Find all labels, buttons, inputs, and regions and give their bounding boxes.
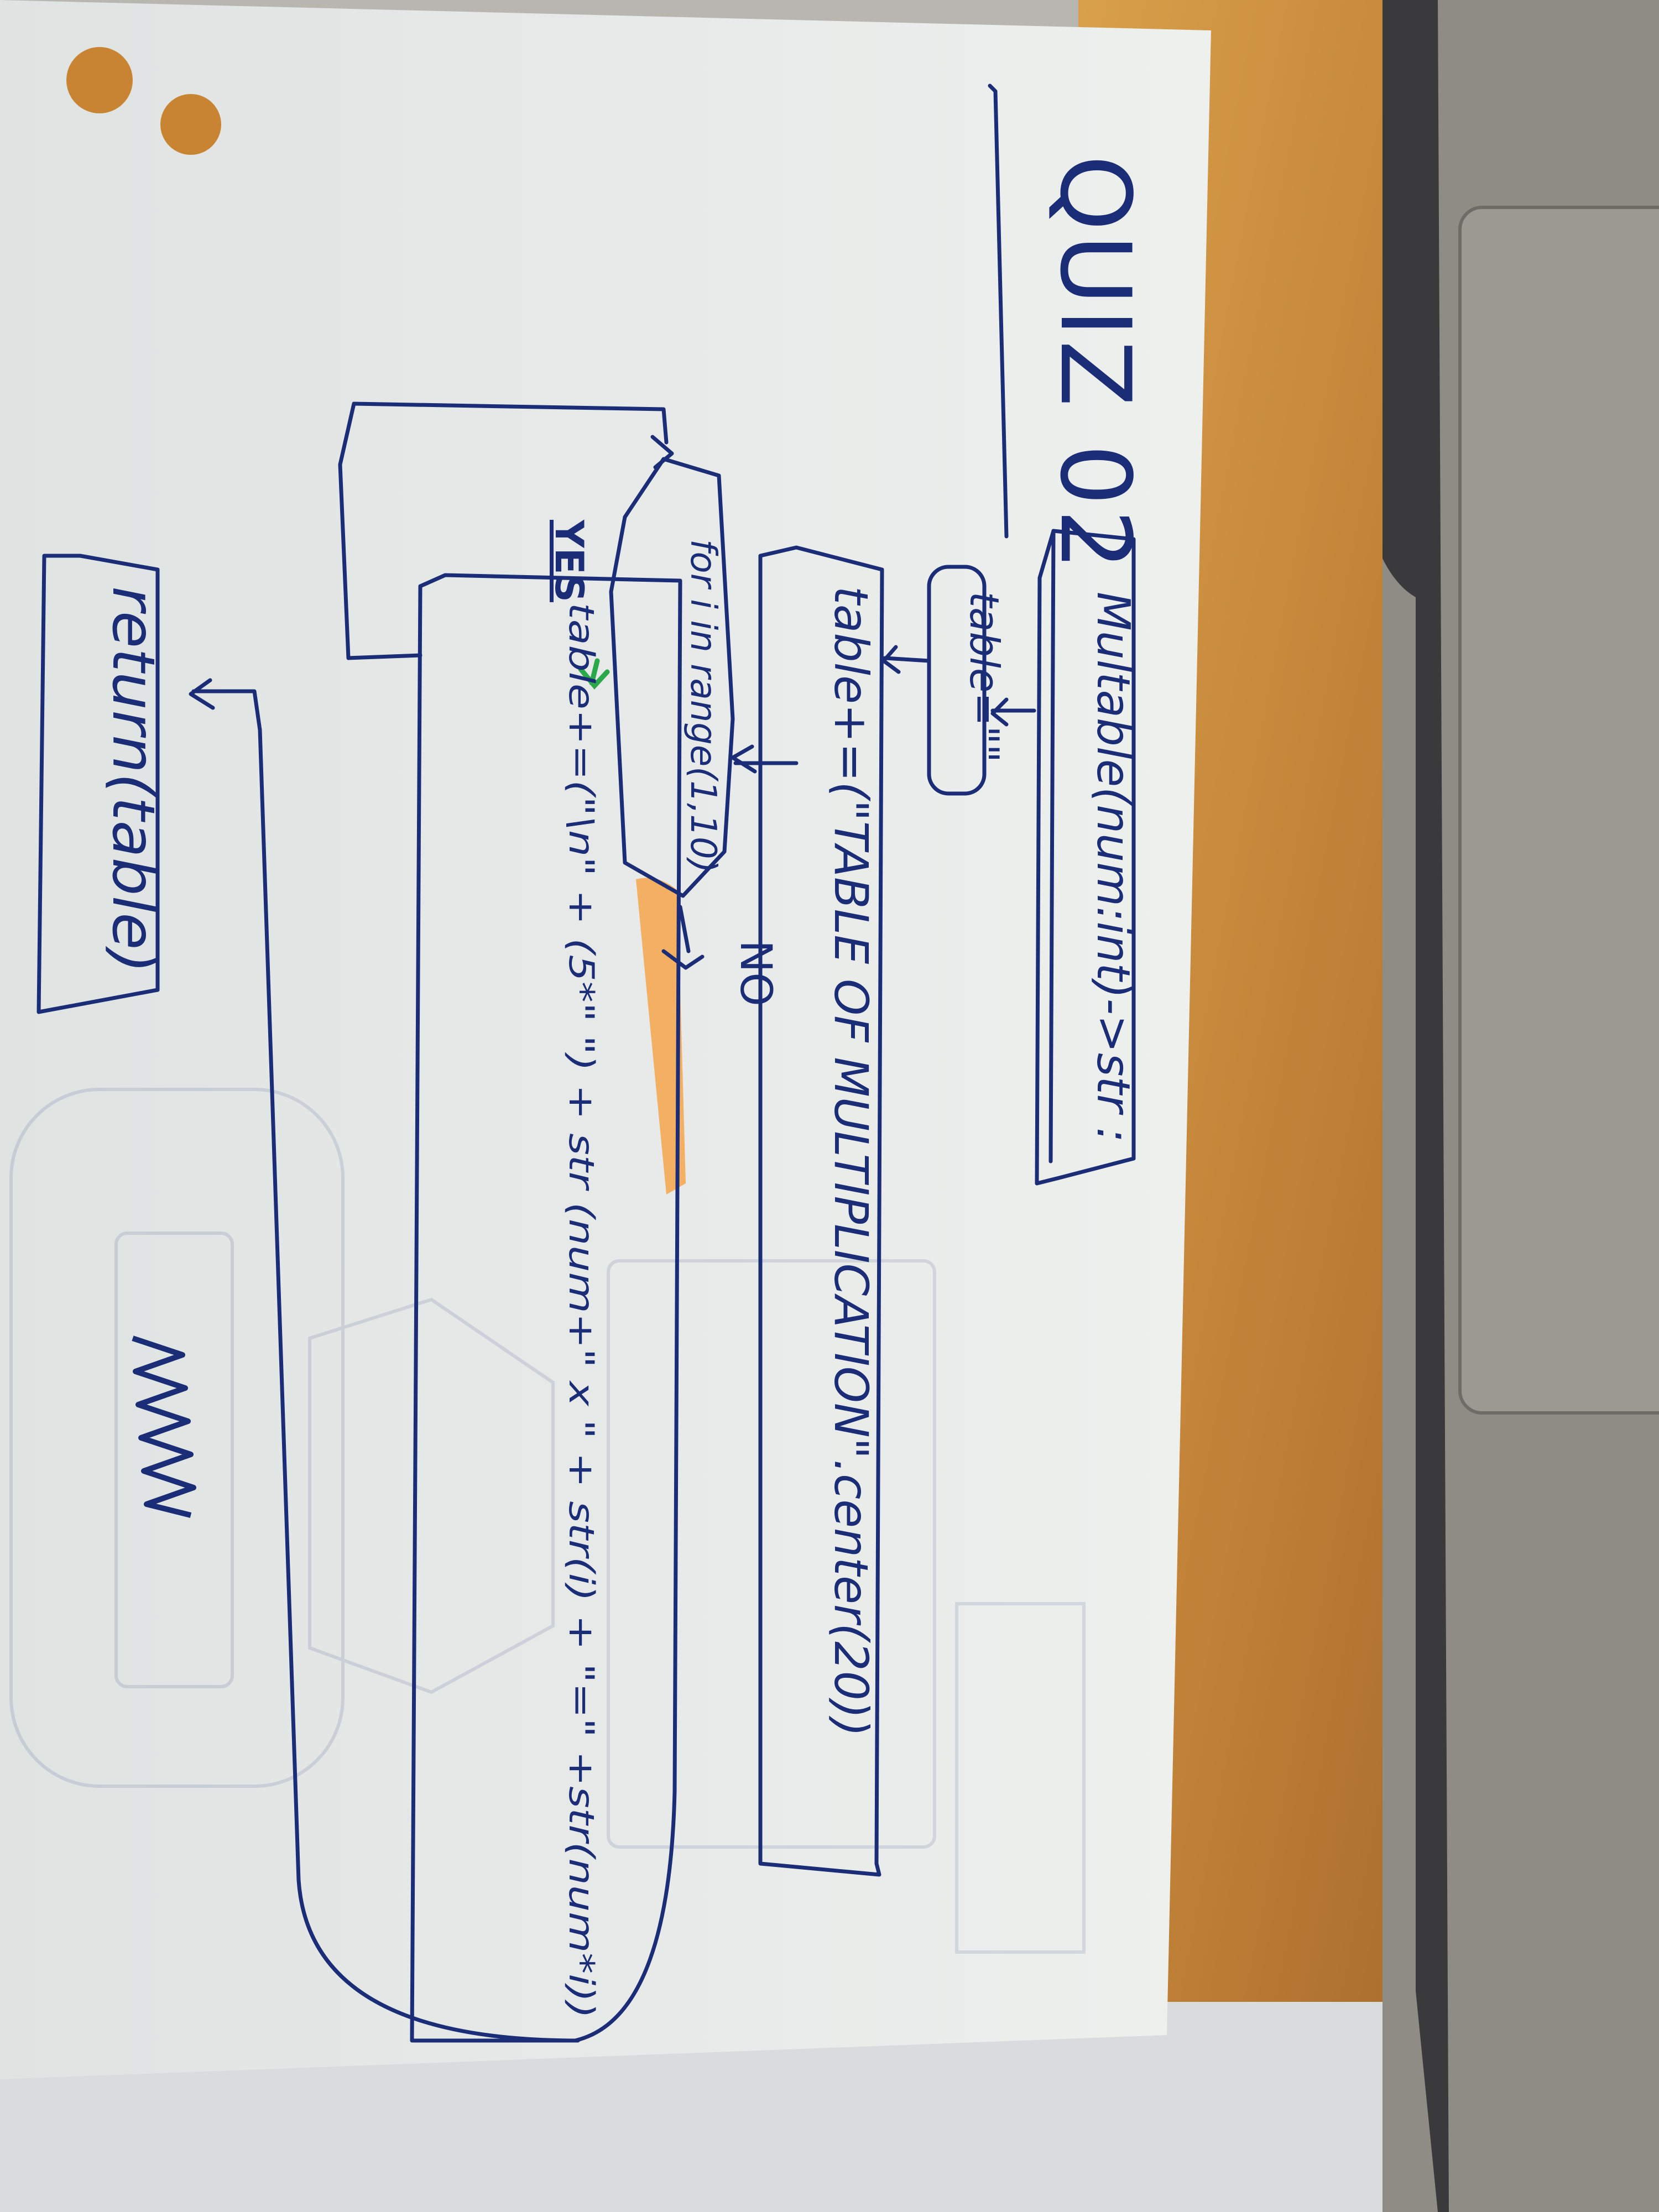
no-exit-path	[661, 905, 705, 970]
loop-decision-box	[609, 457, 735, 898]
return-label: return(table)	[100, 586, 167, 973]
title-underline	[988, 84, 1009, 539]
return-box	[36, 554, 160, 1014]
function-def-label: Multable(num:int)->str :	[1087, 592, 1139, 1142]
laptop-trackpad	[1458, 206, 1659, 1415]
scribble-mark	[132, 1335, 196, 1518]
arrow-def-to-init	[990, 697, 1036, 727]
loop-back-arrow	[338, 401, 674, 660]
loop-decision-label: for i in range(1,10)	[682, 539, 723, 873]
exit-to-return	[189, 678, 580, 2043]
loop-body-box	[410, 573, 682, 2043]
hole-punch-1	[66, 47, 133, 113]
arrow-header-to-loop	[731, 744, 799, 774]
init-label: table=""	[961, 592, 1008, 763]
flowchart-ink	[36, 84, 1136, 2043]
show-through-marks	[9, 1088, 1086, 1954]
header-label: table+=("TABLE OF MULTIPLICATION".center…	[824, 586, 878, 1737]
laptop-edge	[1383, 0, 1449, 2212]
no-label: NO	[731, 940, 780, 1006]
hole-punch-2	[160, 94, 221, 155]
function-def-box	[1035, 529, 1136, 1186]
quiz-title: QUIZ 02	[1039, 155, 1151, 574]
paper-sheet	[0, 0, 1211, 2079]
loop-body-label: table+=("\n" + (5*" ") + str (num+" x " …	[561, 603, 602, 2018]
init-box	[927, 565, 987, 796]
header-box	[758, 545, 884, 1877]
yes-label: YES	[546, 519, 592, 602]
arrow-init-to-header	[881, 645, 931, 674]
yes-marker	[578, 658, 610, 690]
